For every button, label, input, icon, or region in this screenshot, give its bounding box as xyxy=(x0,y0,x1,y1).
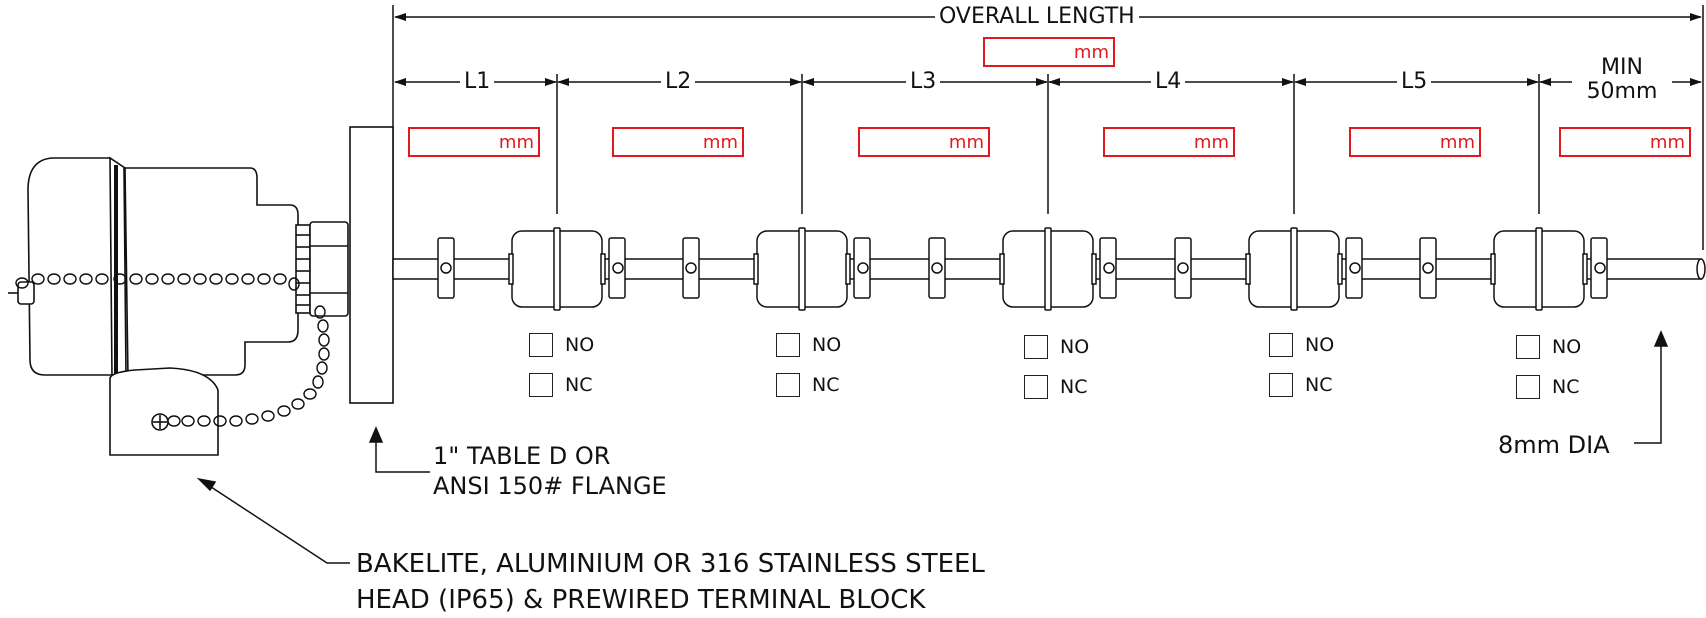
switch3-no-label: NO xyxy=(1060,336,1090,358)
min-section-input[interactable] xyxy=(1565,131,1659,155)
float-band xyxy=(1044,227,1052,311)
l5-unit: mm xyxy=(1439,132,1475,153)
switch2-nc-option[interactable]: NC xyxy=(776,373,839,397)
float-band xyxy=(798,227,806,311)
collar-screw xyxy=(1349,262,1361,274)
section-label-l4: L4 xyxy=(1151,70,1186,94)
float-ring xyxy=(1337,253,1343,285)
terminal-head xyxy=(8,156,349,456)
collar-screw xyxy=(857,262,869,274)
l2-input[interactable] xyxy=(618,131,712,155)
float-ring xyxy=(1245,253,1251,285)
diameter-note: 8mm DIA xyxy=(1498,431,1610,459)
switch4-nc-label: NC xyxy=(1305,374,1333,396)
switch3-no-checkbox[interactable] xyxy=(1024,335,1048,359)
switch2-nc-label: NC xyxy=(812,374,840,396)
switch4-no-option[interactable]: NO xyxy=(1269,333,1334,357)
section-label-l3: L3 xyxy=(906,70,941,94)
l1-unit: mm xyxy=(498,132,534,153)
min-section-unit: mm xyxy=(1649,132,1685,153)
head-note-line2: HEAD (IP65) & PREWIRED TERMINAL BLOCK xyxy=(356,585,926,615)
flange xyxy=(349,126,394,404)
float-band xyxy=(1535,227,1543,311)
switch5-nc-label: NC xyxy=(1552,376,1580,398)
collar-screw xyxy=(440,262,452,274)
min-label-line2: 50mm xyxy=(1586,79,1658,104)
float-ring xyxy=(1490,253,1496,285)
switch5-nc-option[interactable]: NC xyxy=(1516,375,1579,399)
collar-screw xyxy=(685,262,697,274)
head-note-line1: BAKELITE, ALUMINIUM OR 316 STAINLESS STE… xyxy=(356,549,985,579)
collar-screw xyxy=(1103,262,1115,274)
min-label-line1: MIN xyxy=(1601,55,1643,80)
collar-screw xyxy=(931,262,943,274)
flange-note-line1: 1" TABLE D OR xyxy=(433,442,611,470)
switch3-nc-label: NC xyxy=(1060,376,1088,398)
float-ring xyxy=(1091,253,1097,285)
switch2-no-option[interactable]: NO xyxy=(776,333,841,357)
section-label-l1: L1 xyxy=(460,70,495,94)
switch2-no-label: NO xyxy=(812,334,842,356)
l4-unit: mm xyxy=(1193,132,1229,153)
float-band xyxy=(553,227,561,311)
float-ring xyxy=(845,253,851,285)
note-leaders xyxy=(196,330,1669,564)
switch3-no-option[interactable]: NO xyxy=(1024,335,1089,359)
l3-unit: mm xyxy=(948,132,984,153)
switch5-no-label: NO xyxy=(1552,336,1582,358)
l5-input[interactable] xyxy=(1355,131,1449,155)
switch1-no-option[interactable]: NO xyxy=(529,333,594,357)
min-section-label: MIN 50mm xyxy=(1572,56,1672,104)
float-band xyxy=(1290,227,1298,311)
l4-input-box[interactable]: mm xyxy=(1103,127,1235,157)
switch5-nc-checkbox[interactable] xyxy=(1516,375,1540,399)
flange-note-line2: ANSI 150# FLANGE xyxy=(433,472,667,500)
l2-unit: mm xyxy=(702,132,738,153)
switch5-no-option[interactable]: NO xyxy=(1516,335,1581,359)
switch1-no-label: NO xyxy=(565,334,595,356)
float-assemblies xyxy=(437,227,1608,311)
l5-input-box[interactable]: mm xyxy=(1349,127,1481,157)
float-ring xyxy=(600,253,606,285)
switch4-nc-checkbox[interactable] xyxy=(1269,373,1293,397)
section-label-l5: L5 xyxy=(1397,70,1432,94)
switch2-nc-checkbox[interactable] xyxy=(776,373,800,397)
section-dimensions xyxy=(394,74,1702,214)
switch1-nc-checkbox[interactable] xyxy=(529,373,553,397)
l3-input[interactable] xyxy=(864,131,958,155)
overall-length-input[interactable] xyxy=(989,41,1083,65)
float-ring xyxy=(753,253,759,285)
switch4-nc-option[interactable]: NC xyxy=(1269,373,1332,397)
float-ring xyxy=(508,253,514,285)
switch1-nc-label: NC xyxy=(565,374,593,396)
min-section-input-box[interactable]: mm xyxy=(1559,127,1691,157)
section-label-l2: L2 xyxy=(661,70,696,94)
switch3-nc-checkbox[interactable] xyxy=(1024,375,1048,399)
l1-input[interactable] xyxy=(414,131,508,155)
switch5-no-checkbox[interactable] xyxy=(1516,335,1540,359)
collar-screw xyxy=(1177,262,1189,274)
collar-screw xyxy=(1422,262,1434,274)
switch3-nc-option[interactable]: NC xyxy=(1024,375,1087,399)
chain xyxy=(15,273,330,427)
collar-screw xyxy=(1594,262,1606,274)
flange-note: 1" TABLE D OR ANSI 150# FLANGE xyxy=(433,441,667,501)
switch1-no-checkbox[interactable] xyxy=(529,333,553,357)
l3-input-box[interactable]: mm xyxy=(858,127,990,157)
switch4-no-label: NO xyxy=(1305,334,1335,356)
switch4-no-checkbox[interactable] xyxy=(1269,333,1293,357)
overall-length-unit: mm xyxy=(1073,42,1109,63)
overall-length-input-box[interactable]: mm xyxy=(983,37,1115,67)
l4-input[interactable] xyxy=(1109,131,1203,155)
l1-input-box[interactable]: mm xyxy=(408,127,540,157)
float-ring xyxy=(999,253,1005,285)
head-note: BAKELITE, ALUMINIUM OR 316 STAINLESS STE… xyxy=(356,546,985,618)
switch2-no-checkbox[interactable] xyxy=(776,333,800,357)
overall-length-label: OVERALL LENGTH xyxy=(935,5,1139,29)
l2-input-box[interactable]: mm xyxy=(612,127,744,157)
collar-screw xyxy=(612,262,624,274)
switch1-nc-option[interactable]: NC xyxy=(529,373,592,397)
float-ring xyxy=(1582,253,1588,285)
